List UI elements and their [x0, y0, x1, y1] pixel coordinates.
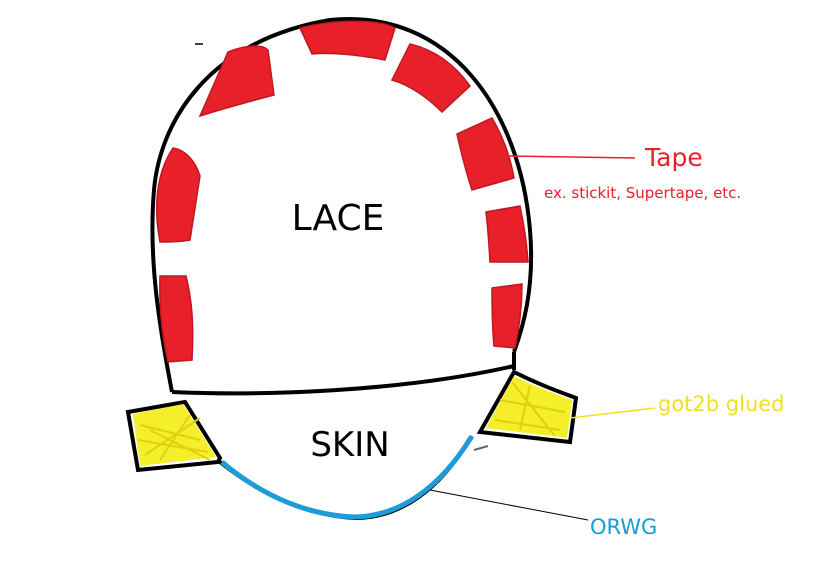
glue-leader: [569, 407, 656, 419]
tape-segment: [298, 20, 396, 61]
orwg-tick: [473, 445, 489, 451]
left-glue-tab: [125, 399, 223, 473]
lace-skin-divider: [171, 364, 515, 396]
skin-label: SKIN: [310, 425, 389, 465]
right-glue-tab: [476, 369, 579, 445]
orwg-edge: [220, 434, 475, 520]
tape-segment: [485, 205, 529, 263]
tape-sublabel: ex. stickit, Supertape, etc.: [544, 184, 741, 202]
tape-segment: [198, 45, 275, 118]
tape-leader: [505, 155, 636, 159]
orwg-leader: [429, 489, 589, 521]
glue-label: got2b glued: [658, 392, 785, 416]
tape-segment: [456, 117, 515, 191]
tape-segment: [159, 275, 194, 363]
tape-segments: [155, 20, 529, 363]
lace-outline: [150, 17, 534, 393]
tape-segment: [155, 147, 201, 243]
tape-label: Tape: [644, 143, 703, 172]
tape-segment: [390, 43, 471, 114]
orwg-label: ORWG: [590, 515, 657, 539]
tape-segment: [491, 283, 523, 349]
lace-label: LACE: [292, 198, 385, 239]
